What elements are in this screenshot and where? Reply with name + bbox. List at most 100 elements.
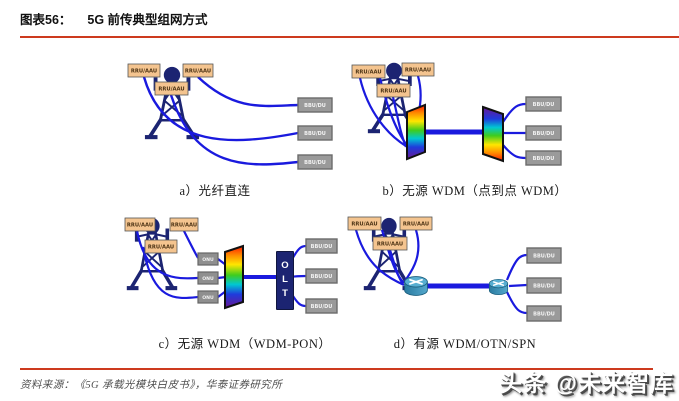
wdm-mux-icon	[224, 244, 244, 310]
fiber-curve	[197, 76, 299, 108]
bbu-du-box: BBU/DU	[526, 305, 562, 322]
bbu-du-boxes: BBU/DU BBU/DU BBU/DU	[305, 238, 338, 314]
rru-aau-box: RRU/AAU	[182, 63, 214, 78]
onu-box: ONU	[197, 290, 219, 304]
bbu-du-box: BBU/DU	[297, 97, 333, 113]
onu-label: ONU	[202, 257, 214, 263]
panel-b-caption: b）无源 WDM（点到点 WDM）	[382, 184, 568, 198]
panel-d-caption: d）有源 WDM/OTN/SPN	[393, 337, 537, 351]
figure-label: 图表56：	[20, 13, 72, 27]
wdm-demux-icon	[482, 105, 504, 163]
onu-label: ONU	[202, 295, 214, 301]
bbu-du-box: BBU/DU	[526, 277, 562, 294]
fiber-curve	[183, 230, 199, 259]
bbu-du-box: BBU/DU	[305, 238, 338, 254]
fiber-curve	[391, 96, 408, 148]
fiber-curve	[135, 230, 199, 280]
footer-divider	[20, 368, 653, 370]
panel-b-passive-wdm: RRU/AAU RRU/AAU RRU/AAU BBU/DU BBU/DU	[351, 62, 562, 166]
bbu-du-box: BBU/DU	[305, 268, 338, 284]
onu-box: ONU	[197, 271, 219, 285]
rru-aau-boxes: RRU/AAU RRU/AAU RRU/AAU	[124, 217, 199, 254]
bbu-du-label: BBU/DU	[533, 284, 555, 290]
rru-aau-box: RRU/AAU	[127, 63, 161, 78]
bbu-du-box: BBU/DU	[525, 150, 562, 166]
fiber-curve	[142, 76, 299, 142]
rru-aau-box: RRU/AAU	[351, 64, 386, 79]
figure-title: 图表56： 5G 前传典型组网方式	[20, 9, 208, 28]
fiber-curve	[505, 253, 528, 281]
panel-c-wdm-pon: RRU/AAU RRU/AAU RRU/AAU ONU ONU ONU	[124, 217, 338, 314]
bbu-du-boxes: BBU/DU BBU/DU BBU/DU	[297, 97, 333, 170]
bbu-du-label: BBU/DU	[311, 274, 333, 280]
title-underline	[20, 36, 679, 38]
rru-aau-boxes: RRU/AAU RRU/AAU RRU/AAU	[127, 63, 214, 96]
wdm-mux-icon	[406, 103, 426, 161]
rru-aau-boxes: RRU/AAU RRU/AAU RRU/AAU	[347, 216, 433, 251]
rru-aau-label: RRU/AAU	[355, 70, 381, 76]
rru-aau-label: RRU/AAU	[158, 87, 184, 93]
bbu-du-label: BBU/DU	[304, 160, 326, 166]
rru-aau-box: RRU/AAU	[154, 81, 189, 96]
rru-aau-box: RRU/AAU	[169, 217, 199, 232]
rru-aau-label: RRU/AAU	[127, 223, 153, 229]
rru-aau-box: RRU/AAU	[347, 216, 382, 231]
bbu-du-box: BBU/DU	[525, 125, 562, 141]
onu-label: ONU	[202, 276, 214, 282]
bbu-du-box: BBU/DU	[297, 125, 333, 141]
fiber-curve	[502, 144, 527, 160]
rru-aau-box: RRU/AAU	[372, 236, 408, 251]
rru-aau-label: RRU/AAU	[405, 68, 431, 74]
rru-aau-boxes: RRU/AAU RRU/AAU RRU/AAU	[351, 62, 435, 98]
fiber-curve	[388, 249, 404, 285]
bbu-du-label: BBU/DU	[304, 103, 326, 109]
bbu-du-box: BBU/DU	[297, 154, 333, 170]
rru-aau-box: RRU/AAU	[144, 239, 178, 254]
fiber-curve	[169, 94, 299, 166]
bbu-du-box: BBU/DU	[526, 247, 562, 264]
watermark: 头条 @未来智库	[499, 370, 674, 396]
bbu-du-boxes: BBU/DU BBU/DU BBU/DU	[526, 247, 562, 322]
telecom-tower-icon	[143, 66, 201, 140]
fiber-curves	[502, 102, 527, 160]
rru-aau-box: RRU/AAU	[124, 217, 156, 232]
rru-aau-label: RRU/AAU	[351, 222, 377, 228]
bbu-du-label: BBU/DU	[533, 254, 555, 260]
rru-aau-label: RRU/AAU	[148, 245, 174, 251]
panel-d-active-wdm: RRU/AAU RRU/AAU RRU/AAU BBU/DU BBU/DU	[347, 216, 562, 322]
fiber-curve	[141, 246, 199, 300]
router-icon	[488, 278, 509, 296]
rru-aau-box: RRU/AAU	[399, 216, 433, 231]
bbu-du-label: BBU/DU	[533, 156, 555, 162]
router-icon	[403, 275, 429, 297]
onu-box: ONU	[197, 252, 219, 266]
onu-boxes: ONU ONU ONU	[197, 252, 219, 304]
fiber-curve	[506, 291, 528, 315]
bbu-du-label: BBU/DU	[304, 131, 326, 137]
source-text: 资料来源：《5G 承载光模块白皮书》，华泰证券研究所	[20, 380, 283, 391]
rru-aau-label: RRU/AAU	[131, 69, 157, 75]
rru-aau-label: RRU/AAU	[403, 222, 429, 228]
bbu-du-label: BBU/DU	[311, 304, 333, 310]
rru-aau-label: RRU/AAU	[171, 223, 197, 229]
rru-aau-label: RRU/AAU	[380, 89, 406, 95]
bbu-du-label: BBU/DU	[533, 312, 555, 318]
panel-a-fiber-direct: RRU/AAU RRU/AAU RRU/AAU BBU/DU BBU/DU	[127, 63, 333, 170]
olt-box: OLT	[276, 251, 294, 310]
fiber-link	[508, 283, 528, 288]
fiber-curve	[502, 102, 527, 123]
bbu-du-label: BBU/DU	[311, 244, 333, 250]
fiber-curve	[358, 77, 407, 147]
rru-aau-label: RRU/AAU	[185, 69, 211, 75]
figure-title-text: 5G 前传典型组网方式	[87, 13, 208, 27]
bbu-du-label: BBU/DU	[533, 102, 555, 108]
fiber-curves	[135, 230, 307, 308]
rru-aau-label: RRU/AAU	[377, 242, 403, 248]
bbu-du-box: BBU/DU	[525, 96, 562, 112]
fiber-curve	[354, 229, 405, 287]
panel-c-caption: c）无源 WDM（WDM-PON）	[158, 337, 332, 351]
fiber-curves	[142, 76, 299, 166]
bbu-du-label: BBU/DU	[533, 131, 555, 137]
panel-a-caption: a）光纤直连	[179, 184, 251, 198]
